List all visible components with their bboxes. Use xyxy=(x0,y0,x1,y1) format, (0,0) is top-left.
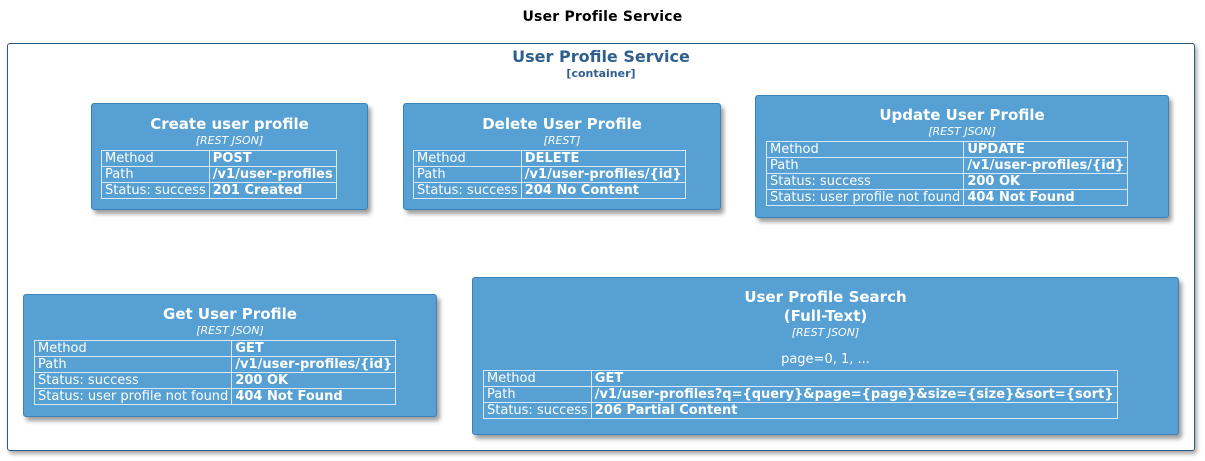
api-table: Method GET Path /v1/user-profiles/{id} S… xyxy=(33,340,397,405)
row-value: 200 OK xyxy=(231,372,397,389)
row-key: Status: user profile not found xyxy=(33,388,233,405)
table-row: Status: success 204 No Content xyxy=(413,182,686,199)
row-key: Status: success xyxy=(413,182,522,199)
component-title: Get User Profile xyxy=(163,305,297,323)
row-key: Status: success xyxy=(483,402,592,419)
component-update-user-profile: Update User Profile [REST JSON] Method U… xyxy=(755,95,1169,218)
container-name: User Profile Service xyxy=(512,47,690,66)
row-value: 404 Not Found xyxy=(231,388,397,405)
row-key: Method xyxy=(483,370,592,387)
row-value: /v1/user-profiles/{id} xyxy=(231,356,397,373)
row-key: Path xyxy=(33,356,233,373)
row-key: Method xyxy=(33,340,233,357)
table-row: Method DELETE xyxy=(413,150,686,167)
row-value: POST xyxy=(208,150,337,167)
row-key: Path xyxy=(413,166,522,183)
component-title-line-2: (Full-Text) xyxy=(783,307,868,325)
table-row: Status: success 200 OK xyxy=(765,173,1129,190)
api-table: Method GET Path /v1/user-profiles?q={que… xyxy=(483,370,1118,419)
api-table: Method POST Path /v1/user-profiles Statu… xyxy=(101,150,337,199)
component-description: page=0, 1, ... xyxy=(781,352,870,367)
row-value: UPDATE xyxy=(963,141,1129,158)
component-technology: [REST] xyxy=(543,134,581,147)
component-technology: [REST JSON] xyxy=(195,134,264,147)
row-key: Path xyxy=(483,386,592,403)
row-key: Method xyxy=(101,150,210,167)
container-boundary: User Profile Service [container] xyxy=(7,43,1195,451)
row-key: Method xyxy=(413,150,522,167)
table-row: Method GET xyxy=(33,340,397,357)
table-row: Status: success 206 Partial Content xyxy=(483,402,1118,419)
row-key: Status: success xyxy=(765,173,965,190)
row-value: 404 Not Found xyxy=(963,189,1129,206)
row-value: GET xyxy=(231,340,397,357)
api-table: Method DELETE Path /v1/user-profiles/{id… xyxy=(413,150,686,199)
table-row: Status: success 200 OK xyxy=(33,372,397,389)
table-row: Path /v1/user-profiles/{id} xyxy=(33,356,397,373)
row-key: Status: user profile not found xyxy=(765,189,965,206)
component-technology: [REST JSON] xyxy=(791,326,860,339)
row-value: GET xyxy=(590,370,1118,387)
row-value: 206 Partial Content xyxy=(590,402,1118,419)
row-key: Method xyxy=(765,141,965,158)
row-key: Status: success xyxy=(33,372,233,389)
table-row: Path /v1/user-profiles/{id} xyxy=(765,157,1129,174)
row-value: /v1/user-profiles?q={query}&page={page}&… xyxy=(590,386,1118,403)
table-row: Status: user profile not found 404 Not F… xyxy=(765,189,1129,206)
api-table: Method UPDATE Path /v1/user-profiles/{id… xyxy=(765,141,1129,206)
component-title-line-1: User Profile Search xyxy=(744,288,907,306)
component-technology: [REST JSON] xyxy=(196,324,264,337)
container-type-label: [container] xyxy=(566,67,636,80)
component-user-profile-search: User Profile Search (Full-Text) [REST JS… xyxy=(472,277,1179,435)
table-row: Path /v1/user-profiles xyxy=(101,166,337,183)
table-row: Path /v1/user-profiles?q={query}&page={p… xyxy=(483,386,1118,403)
table-row: Status: success 201 Created xyxy=(101,182,337,199)
table-row: Method GET xyxy=(483,370,1118,387)
component-title: Create user profile xyxy=(150,115,309,133)
row-value: /v1/user-profiles/{id} xyxy=(520,166,686,183)
table-row: Method POST xyxy=(101,150,337,167)
table-row: Path /v1/user-profiles/{id} xyxy=(413,166,686,183)
page-title: User Profile Service xyxy=(522,9,683,25)
row-value: /v1/user-profiles xyxy=(208,166,337,183)
table-row: Status: user profile not found 404 Not F… xyxy=(33,388,397,405)
component-title: Delete User Profile xyxy=(482,115,642,133)
row-value: 204 No Content xyxy=(520,182,686,199)
component-get-user-profile: Get User Profile [REST JSON] Method GET … xyxy=(23,294,437,417)
component-delete-user-profile: Delete User Profile [REST] Method DELETE… xyxy=(403,103,721,210)
row-value: DELETE xyxy=(520,150,686,167)
component-create-user-profile: Create user profile [REST JSON] Method P… xyxy=(91,103,368,210)
row-key: Path xyxy=(101,166,210,183)
row-key: Status: success xyxy=(101,182,210,199)
row-value: 201 Created xyxy=(208,182,337,199)
component-title: Update User Profile xyxy=(879,106,1045,124)
row-value: /v1/user-profiles/{id} xyxy=(963,157,1129,174)
table-row: Method UPDATE xyxy=(765,141,1129,158)
component-technology: [REST JSON] xyxy=(928,125,996,138)
row-key: Path xyxy=(765,157,965,174)
row-value: 200 OK xyxy=(963,173,1129,190)
